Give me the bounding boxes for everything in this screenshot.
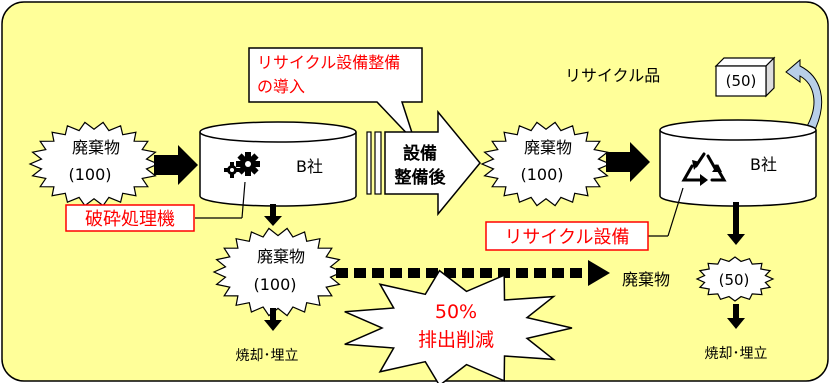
right-company-label: B社 <box>750 155 777 174</box>
callout-line2: の導入 <box>257 77 305 96</box>
right-waste-in-amount: (100) <box>520 165 563 184</box>
transition-arrow <box>366 109 481 217</box>
transition-line2: 整備後 <box>395 167 447 188</box>
transition-line1: 設備 <box>403 143 437 164</box>
waste-burst-left-input <box>28 121 160 207</box>
left-waste-out-label: 廃棄物 <box>257 247 305 266</box>
right-waste-out-label: 廃棄物 <box>622 270 670 289</box>
recycled-product-amount: (50) <box>726 72 757 90</box>
left-waste-in-amount: (100) <box>68 165 111 184</box>
right-arrow-down-to-waste <box>727 202 745 245</box>
waste-burst-right-input <box>480 121 612 207</box>
left-arrow-down-to-waste <box>264 204 282 226</box>
right-waste-out-amount: (50) <box>719 271 750 289</box>
right-waste-in-label: 廃棄物 <box>524 138 572 157</box>
machine-label-box <box>65 204 195 232</box>
machine-leader-line <box>241 181 246 219</box>
left-waste-out-amount: (100) <box>253 275 296 294</box>
left-company-cylinder <box>199 121 357 207</box>
curved-arrow <box>785 58 823 135</box>
machine-label: 破砕処理機 <box>85 209 175 230</box>
gear-icon <box>224 152 260 178</box>
left-company-label: B社 <box>296 157 323 176</box>
dashed-arrow <box>336 260 610 286</box>
waste-burst-left-output <box>212 227 344 317</box>
right-disposal-label: 焼却･埋立 <box>705 346 768 362</box>
recycle-icon <box>681 152 727 186</box>
recycled-product-box: (50) <box>714 56 776 98</box>
reduction-line1: 50% <box>435 301 477 323</box>
equipment-leader-line <box>667 187 684 237</box>
reduction-line2: 排出削減 <box>418 329 494 351</box>
left-disposal-label: 焼却･埋立 <box>236 348 299 364</box>
equipment-label-box <box>485 221 649 251</box>
callout-bubble <box>248 47 423 143</box>
equipment-label: リサイクル設備 <box>504 227 629 248</box>
right-arrow-to-company <box>606 142 650 182</box>
recycled-product-label: リサイクル品 <box>565 66 660 85</box>
waste-burst-right-output <box>695 256 775 302</box>
right-company-cylinder <box>659 119 817 207</box>
callout-line1: リサイクル設備整備 <box>257 53 400 72</box>
left-waste-in-label: 廃棄物 <box>72 138 120 157</box>
left-arrow-to-disposal <box>264 308 282 331</box>
right-arrow-to-disposal <box>727 304 745 329</box>
reduction-burst <box>344 269 573 387</box>
left-arrow-to-company <box>154 145 198 185</box>
